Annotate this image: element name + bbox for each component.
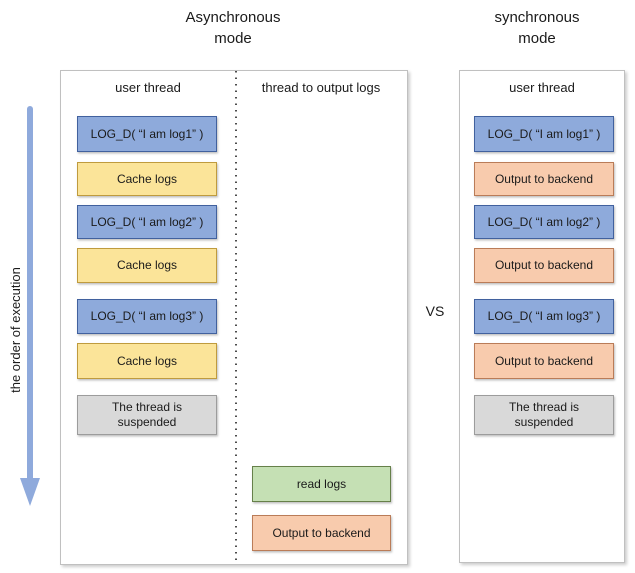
vs-label: VS [425,303,445,319]
flow-box-log-call-2: LOG_D( “I am log2” ) [474,205,614,239]
async-user-thread-header: user thread [115,80,181,95]
flow-box-output-backend-3: Output to backend [474,343,614,379]
flow-box-output-backend-1: Output to backend [474,162,614,196]
thread-column-divider [235,71,237,564]
flow-box-log-call-3: LOG_D( “I am log3” ) [474,299,614,334]
flow-box-thread-suspended: The thread is suspended [77,395,217,435]
execution-order-arrow-head-icon [20,478,40,506]
sync-mode-title: synchronous mode [437,7,635,49]
async-mode-title: Asynchronous mode [133,7,333,49]
flow-box-output-backend: Output to backend [252,515,391,551]
execution-order-label: the order of execution [8,267,23,393]
async-mode-title-line2: mode [214,30,252,47]
flow-box-read-logs: read logs [252,466,391,502]
async-mode-title-line1: Asynchronous [185,9,281,26]
sync-mode-title-line2: mode [518,30,556,47]
flow-box-log-call-1: LOG_D( “I am log1” ) [474,116,614,152]
async-output-thread-header: thread to output logs [261,80,381,95]
sync-user-thread-header: user thread [509,80,575,95]
sync-mode-panel: user thread LOG_D( “I am log1” ) Output … [459,70,625,563]
sync-mode-title-line1: synchronous [494,9,580,26]
flow-box-log-call-3: LOG_D( “I am log3” ) [77,299,217,334]
flow-box-thread-suspended: The thread is suspended [474,395,614,435]
flow-box-cache-logs-1: Cache logs [77,162,217,196]
flow-box-log-call-1: LOG_D( “I am log1” ) [77,116,217,152]
execution-order-arrow-line [27,106,33,478]
flow-box-log-call-2: LOG_D( “I am log2” ) [77,205,217,239]
flow-box-cache-logs-3: Cache logs [77,343,217,379]
flow-box-cache-logs-2: Cache logs [77,248,217,283]
async-mode-panel: user thread thread to output logs LOG_D(… [60,70,408,565]
flow-box-output-backend-2: Output to backend [474,248,614,283]
